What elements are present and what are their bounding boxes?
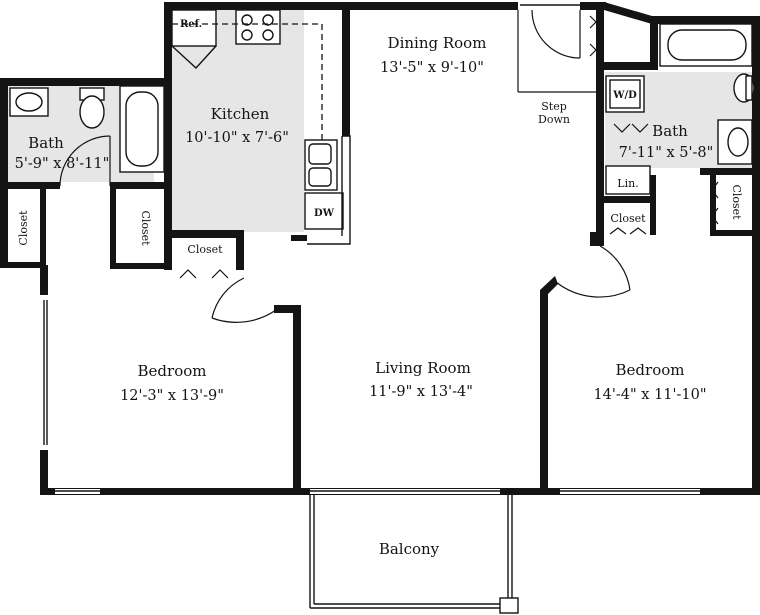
refrigerator [171, 9, 217, 47]
closet-label-left-mid: Closet [139, 210, 152, 246]
bath-left-dims: 5'-9" x 8'-11" [15, 156, 110, 172]
dining-room-dims: 13'-5" x 9'-10" [380, 60, 484, 76]
living-room-dims: 11'-9" x 13'-4" [369, 384, 473, 400]
closet-label-kitchen: Closet [187, 243, 223, 256]
closet-label-right-bath: Closet [610, 212, 646, 225]
washer-dryer [605, 75, 645, 113]
bedroom-right-name: Bedroom [616, 361, 685, 379]
ref-label: Ref. [180, 19, 202, 30]
linen-label: Lin. [617, 177, 638, 190]
step-down-label-1: Step [541, 100, 567, 113]
kitchen-fixtures [171, 9, 351, 245]
kitchen-sink [304, 139, 338, 191]
fixture-labels: Ref. DW W/D Step Down Lin. Closet Closet… [17, 19, 743, 256]
closet-label-right: Closet [730, 184, 743, 220]
step-down-label-2: Down [538, 113, 570, 126]
bedroom-right-dims: 14'-4" x 11'-10" [593, 387, 706, 403]
bath-right-name: Bath [652, 122, 688, 140]
kitchen-name: Kitchen [211, 105, 270, 123]
living-room-name: Living Room [375, 359, 471, 377]
bath-right-fixtures [605, 23, 755, 195]
bath-right-dims: 7'-11" x 5'-8" [619, 145, 714, 161]
vanity-right [717, 119, 753, 165]
bath-left-name: Bath [28, 134, 64, 152]
windows [42, 3, 700, 494]
closet-label-far-left: Closet [17, 210, 30, 246]
doors [179, 9, 719, 323]
wd-label: W/D [612, 90, 637, 101]
bedroom-left-dims: 12'-3" x 13'-9" [120, 388, 224, 404]
dishwasher [304, 192, 344, 230]
range [235, 9, 281, 45]
balcony-name: Balcony [379, 540, 440, 558]
kitchen-dims: 10'-10" x 7'-6" [185, 130, 289, 146]
bath-left-fixtures [9, 85, 165, 187]
linen-closet [605, 165, 651, 195]
dining-room-name: Dining Room [388, 34, 487, 52]
kitchen-floor [172, 10, 304, 232]
dw-label: DW [314, 208, 335, 219]
bedroom-left-name: Bedroom [138, 362, 207, 380]
room-labels: Dining Room 13'-5" x 9'-10" Kitchen 10'-… [15, 34, 714, 558]
balcony-outline [309, 495, 519, 614]
